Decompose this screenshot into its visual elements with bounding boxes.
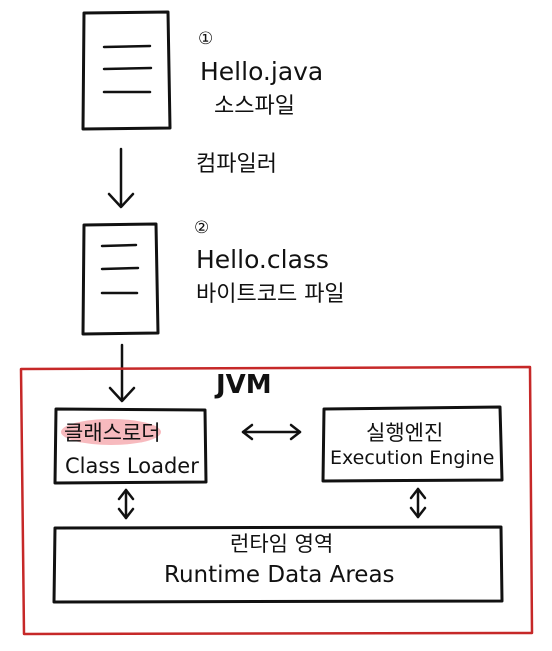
step1-filename: Hello.java (200, 57, 323, 86)
class-loader-highlight (61, 419, 161, 445)
class-loader-korean: 클래스로더 (64, 421, 161, 445)
step1-number: ① (198, 29, 213, 49)
execution-engine-english: Execution Engine (330, 447, 494, 469)
down-arrow-load (108, 343, 136, 403)
down-arrow-compile (107, 147, 135, 209)
runtime-data-areas-box: 런타임 영역 Runtime Data Areas (52, 525, 504, 604)
runtime-data-areas-korean: 런타임 영역 (230, 532, 333, 556)
class-loader-english: Class Loader (65, 454, 199, 478)
source-file-icon (81, 10, 172, 131)
bytecode-file-icon (81, 222, 160, 336)
step2-filename: Hello.class (196, 245, 329, 274)
bidirectional-arrow-horizontal (241, 423, 302, 441)
runtime-data-areas-english: Runtime Data Areas (164, 562, 395, 588)
jvm-title: JVM (214, 370, 272, 400)
step1-label: 소스파일 (214, 94, 295, 119)
class-loader-box: 클래스로더 Class Loader (53, 407, 208, 485)
jvm-container (19, 365, 534, 636)
step2-number: ② (194, 218, 209, 238)
compiler-label: 컴파일러 (196, 152, 277, 177)
bidirectional-arrow-engine-runtime (409, 487, 427, 519)
execution-engine-korean: 실행엔진 (366, 421, 443, 445)
execution-engine-box: 실행엔진 Execution Engine (321, 405, 504, 483)
step2-label: 바이트코드 파일 (196, 282, 345, 307)
bidirectional-arrow-loader-runtime (117, 488, 135, 520)
